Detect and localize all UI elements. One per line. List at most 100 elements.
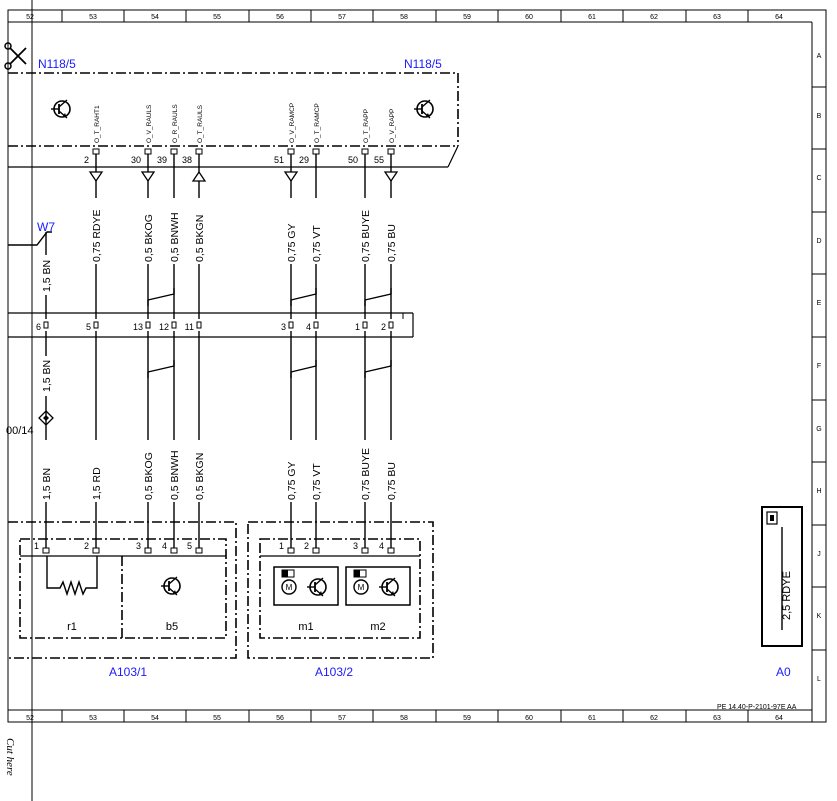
transistor-arrow	[391, 591, 395, 596]
label-gap	[286, 440, 296, 502]
top-pin-number: 51	[274, 155, 284, 165]
grid-row-label: F	[817, 363, 821, 370]
transistor-icon	[161, 576, 181, 596]
top-pin-number: 50	[348, 155, 358, 165]
transistor-icon	[414, 99, 434, 119]
grid-col-label: 52	[26, 14, 34, 21]
transistor-arrow	[173, 590, 177, 595]
label-gap	[311, 440, 321, 502]
label-gap	[41, 356, 51, 396]
grid-col-label: 63	[713, 715, 721, 722]
direction-arrow	[140, 171, 156, 183]
label-gap	[41, 440, 51, 502]
n118-module-box	[8, 72, 459, 168]
grid-col-label: 55	[213, 715, 221, 722]
connector-pin-number: 6	[36, 322, 41, 332]
label-gap	[143, 198, 153, 264]
grid-row-label: G	[816, 426, 821, 433]
cut-here-label: Cut here	[4, 738, 16, 776]
top-pin-number: 38	[182, 155, 192, 165]
direction-arrow	[283, 171, 299, 183]
connector-pin	[288, 321, 294, 329]
wire-label: 1,5 BN	[41, 260, 53, 292]
bottom-pin-number: 5	[187, 541, 192, 551]
label-gap	[91, 198, 101, 264]
twist-mark	[364, 360, 392, 378]
a103-2-label: A103/2	[315, 665, 353, 679]
doc-reference: PE 14.40-P-2101-97E AA	[717, 704, 797, 711]
grid-col-label: 54	[151, 14, 159, 21]
motor-letter: M	[286, 583, 293, 592]
grid-col-label: 62	[650, 715, 658, 722]
signal-name: O_T_RAHT1	[94, 105, 101, 143]
bottom-pin-number: 4	[162, 541, 167, 551]
a0-box	[761, 506, 803, 647]
transistor-lead	[386, 577, 396, 586]
component-sub-label: m1	[298, 621, 313, 633]
wire-label: 0,5 BKGN	[194, 215, 206, 262]
twist-mark	[364, 288, 392, 306]
transistor-icon	[307, 577, 327, 597]
n118-label-right: N118/5	[404, 57, 442, 71]
inline-connector	[8, 312, 414, 338]
connector-pin-number: 5	[86, 322, 91, 332]
connector-pin-number: 4	[306, 322, 311, 332]
top-pin-number: 29	[299, 155, 309, 165]
wire-label: 1,5 BN	[41, 468, 53, 500]
component-sub-label: r1	[67, 621, 77, 633]
a0-label: A0	[776, 665, 791, 679]
pin-socket	[361, 547, 369, 554]
wire-label: 0,75 BUYE	[360, 448, 372, 500]
direction-arrow	[88, 171, 104, 183]
w7-label: W7	[37, 220, 55, 234]
grid-col-label: 63	[713, 14, 721, 21]
label-gap	[169, 198, 179, 264]
label-gap	[286, 198, 296, 264]
transistor-icon	[379, 577, 399, 597]
motor-switch-icon	[281, 569, 367, 578]
grid-col-label: 56	[276, 14, 284, 21]
wire-label: 0,75 BU	[386, 224, 398, 262]
connector-pin-number: 2	[381, 322, 386, 332]
grid-row-label: L	[817, 676, 821, 683]
grid-col-label: 56	[276, 715, 284, 722]
grid-col-label: 53	[89, 14, 97, 21]
grid-col-label: 54	[151, 715, 159, 722]
motor-icon: M	[281, 579, 297, 595]
grid-col-label: 60	[525, 14, 533, 21]
pin-socket	[144, 148, 152, 155]
wire-label: 0,75 BUYE	[360, 210, 372, 262]
pin-socket	[144, 547, 152, 554]
label-gap	[360, 198, 370, 264]
label-gap	[311, 198, 321, 264]
bottom-pin-number: 2	[84, 541, 89, 551]
grid-row-label: B	[817, 113, 822, 120]
connector-pin	[145, 321, 151, 329]
grid-row-label: J	[817, 551, 821, 558]
component-sub-label: m2	[370, 621, 385, 633]
signal-name: O_T_RAMCP	[314, 103, 321, 143]
grid-col-label: 64	[775, 14, 783, 21]
wire-label: 0,5 BKOG	[143, 452, 155, 500]
wire-label: 0,5 BNWH	[169, 212, 181, 262]
grid-row-label: E	[817, 300, 822, 307]
bottom-pin-number: 4	[379, 541, 384, 551]
wire-label: 0,5 BKOG	[143, 214, 155, 262]
grid-col-label: 60	[525, 715, 533, 722]
transistor-lead	[168, 576, 178, 585]
ground-symbol-w7	[8, 231, 52, 246]
grid-col-label: 52	[26, 715, 34, 722]
top-pin-number: 39	[157, 155, 167, 165]
pin-socket	[92, 148, 100, 155]
bottom-pin-number: 2	[304, 541, 309, 551]
label-gap	[194, 198, 204, 264]
label-gap	[386, 440, 396, 502]
wire-label: 0,75 BU	[386, 462, 398, 500]
connector-pin	[196, 321, 202, 329]
motor-icon: M	[353, 579, 369, 595]
grid-col-label: 55	[213, 14, 221, 21]
a103-1-label: A103/1	[109, 665, 147, 679]
bottom-pin-number: 3	[136, 541, 141, 551]
label-gap	[194, 440, 204, 502]
